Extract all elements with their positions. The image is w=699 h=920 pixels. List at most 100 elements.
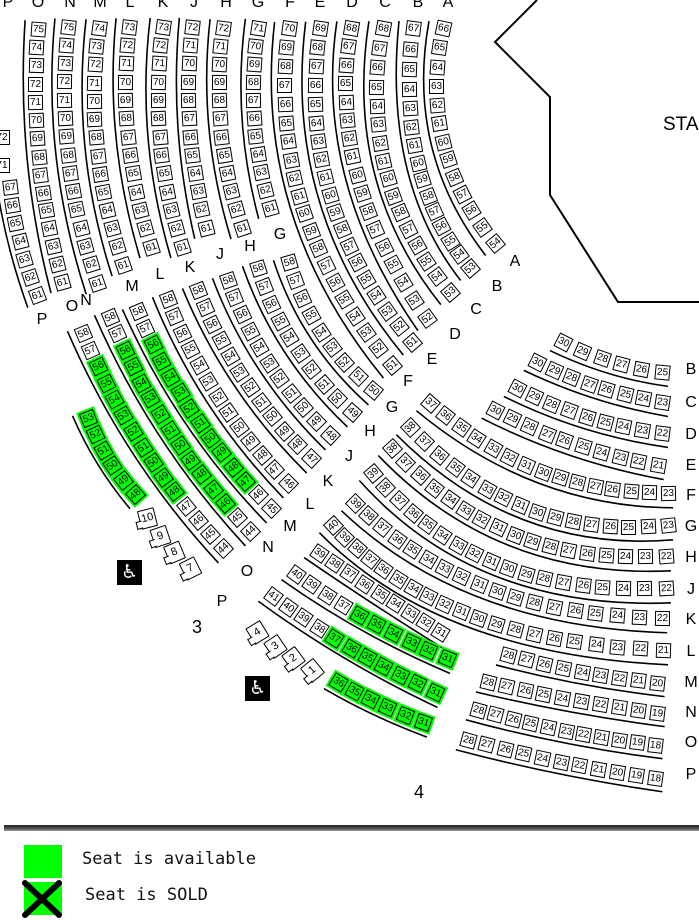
seat-P-24[interactable]: 24 <box>533 749 552 767</box>
seat-E-66[interactable]: 66 <box>307 78 323 94</box>
seat-H-24[interactable]: 24 <box>617 549 634 565</box>
seat-C-63[interactable]: 63 <box>370 116 387 134</box>
seat-D-63[interactable]: 63 <box>339 112 356 129</box>
seat-J-26[interactable]: 26 <box>574 577 592 595</box>
seat-E-64[interactable]: 64 <box>308 115 325 132</box>
seat-P-64[interactable]: 64 <box>10 231 30 251</box>
seat-G-69[interactable]: 69 <box>246 56 262 72</box>
seat-F-70[interactable]: 70 <box>280 19 298 37</box>
seat-K-73[interactable]: 73 <box>154 18 172 36</box>
seat-E-69[interactable]: 69 <box>311 19 329 37</box>
seat-M-24[interactable]: 24 <box>573 663 591 681</box>
seat-B-63[interactable]: 63 <box>402 100 419 117</box>
seat-O-19[interactable]: 19 <box>628 734 646 752</box>
seat-C-64[interactable]: 64 <box>369 98 385 114</box>
seat-G-25[interactable]: 25 <box>621 519 637 535</box>
seat-J-66[interactable]: 66 <box>182 129 199 146</box>
seat-K-68[interactable]: 68 <box>150 110 167 127</box>
seat-N-28[interactable]: 28 <box>478 672 498 692</box>
seat-K-22[interactable]: 22 <box>654 610 670 626</box>
seat-P-22[interactable]: 22 <box>570 756 589 775</box>
seat-O-24[interactable]: 24 <box>539 718 558 737</box>
seat-G-61[interactable]: 61 <box>260 198 280 218</box>
seat-O-72[interactable]: 72 <box>28 76 44 92</box>
seat-A-66[interactable]: 66 <box>434 19 452 37</box>
seat-F-25[interactable]: 25 <box>622 483 640 500</box>
seat-H-22[interactable]: 22 <box>657 547 675 565</box>
seat-E-65[interactable]: 65 <box>307 96 324 113</box>
seat-G-64[interactable]: 64 <box>249 145 267 163</box>
seat-B-60[interactable]: 60 <box>408 153 428 173</box>
seat-B-65[interactable]: 65 <box>401 61 418 78</box>
seat-N-71[interactable]: 71 <box>56 92 73 108</box>
seat-E-60[interactable]: 60 <box>320 185 340 205</box>
seat-O-71[interactable]: 71 <box>28 94 44 111</box>
seat-F-24[interactable]: 24 <box>641 485 658 501</box>
seat-P-23[interactable]: 23 <box>552 753 570 771</box>
seat-N-73[interactable]: 73 <box>57 55 73 72</box>
seat-N-19[interactable]: 19 <box>648 704 666 722</box>
seat-F-67[interactable]: 67 <box>277 78 293 94</box>
seat-L-69[interactable]: 69 <box>117 92 134 109</box>
seat-E-21[interactable]: 21 <box>649 456 667 474</box>
seat-H-65[interactable]: 65 <box>215 146 234 164</box>
seat-G-66[interactable]: 66 <box>246 110 262 126</box>
seat-A-62[interactable]: 62 <box>429 97 446 114</box>
seat-N-72[interactable]: 72 <box>56 74 73 90</box>
seat-H-70[interactable]: 70 <box>211 56 228 73</box>
seat-M-28[interactable]: 28 <box>498 645 518 665</box>
seat-O-70[interactable]: 70 <box>28 112 45 129</box>
seat-K-69[interactable]: 69 <box>150 92 166 108</box>
seat-J-64[interactable]: 64 <box>186 165 204 183</box>
seat-M-72[interactable]: 72 <box>87 56 104 73</box>
seat-J-71[interactable]: 71 <box>182 37 199 54</box>
seat-M-74[interactable]: 74 <box>90 19 108 37</box>
seat-P-72[interactable]: 72 <box>0 129 10 145</box>
seat-F-69[interactable]: 69 <box>278 39 295 56</box>
seat-B-26[interactable]: 26 <box>633 360 651 378</box>
seat-P-66[interactable]: 66 <box>3 196 22 214</box>
seat-O-66[interactable]: 66 <box>34 184 52 202</box>
seat-E-23[interactable]: 23 <box>611 448 630 467</box>
seat-L-72[interactable]: 72 <box>119 37 136 54</box>
seat-F-26[interactable]: 26 <box>604 481 622 499</box>
seat-K-72[interactable]: 72 <box>152 37 169 54</box>
seat-C-62[interactable]: 62 <box>371 134 390 152</box>
seat-B-67[interactable]: 67 <box>404 19 422 37</box>
seat-A-60[interactable]: 60 <box>433 132 453 152</box>
seat-H-26[interactable]: 26 <box>578 545 596 563</box>
seat-P-18[interactable]: 18 <box>646 769 664 787</box>
seat-K-27[interactable]: 27 <box>545 598 564 616</box>
seat-O-64[interactable]: 64 <box>40 219 59 238</box>
seat-N-26[interactable]: 26 <box>516 681 535 700</box>
seat-M-69[interactable]: 69 <box>87 111 103 128</box>
seat-K-25[interactable]: 25 <box>587 605 605 623</box>
seat-P-67[interactable]: 67 <box>1 178 19 196</box>
seat-M-68[interactable]: 68 <box>88 129 105 146</box>
seat-M-65[interactable]: 65 <box>94 183 113 202</box>
seat-F-68[interactable]: 68 <box>277 58 294 75</box>
seat-O-20[interactable]: 20 <box>610 731 628 749</box>
seat-J-22[interactable]: 22 <box>658 580 674 596</box>
seat-O-21[interactable]: 21 <box>592 728 611 747</box>
seat-N-68[interactable]: 68 <box>59 146 77 164</box>
seat-O-65[interactable]: 65 <box>37 202 55 220</box>
seat-H-66[interactable]: 66 <box>213 128 231 146</box>
seat-G-23[interactable]: 23 <box>659 516 677 534</box>
seat-E-62[interactable]: 62 <box>312 150 331 169</box>
seat-J-65[interactable]: 65 <box>184 147 201 164</box>
seat-C-23[interactable]: 23 <box>653 393 671 411</box>
seat-L-26[interactable]: 26 <box>545 629 564 648</box>
seat-L-68[interactable]: 68 <box>118 110 135 127</box>
seat-G-67[interactable]: 67 <box>245 92 261 108</box>
seat-M-21[interactable]: 21 <box>629 672 647 690</box>
seat-K-26[interactable]: 26 <box>566 602 584 620</box>
seat-N-22[interactable]: 22 <box>591 696 609 714</box>
seat-L-73[interactable]: 73 <box>120 18 138 36</box>
seat-K-23[interactable]: 23 <box>631 609 648 626</box>
seat-G-65[interactable]: 65 <box>247 127 264 145</box>
seat-O-69[interactable]: 69 <box>29 130 46 147</box>
seat-E-67[interactable]: 67 <box>308 58 324 75</box>
seat-N-70[interactable]: 70 <box>57 110 73 127</box>
seat-L-67[interactable]: 67 <box>119 128 137 146</box>
